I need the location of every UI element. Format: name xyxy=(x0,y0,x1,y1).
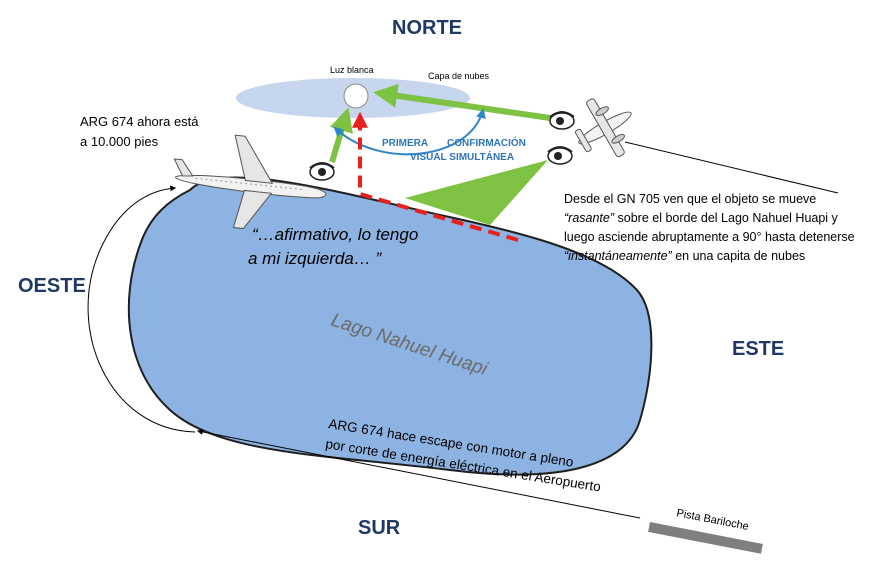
eye-icon xyxy=(309,162,335,181)
gn705-note-line2-rest: sobre el borde del Lago Nahuel Huapi y xyxy=(618,211,839,225)
pilot-quote-line2: a mi izquierda… ” xyxy=(248,249,383,268)
confirmation-arrow xyxy=(333,108,486,156)
runway xyxy=(648,522,763,554)
compass-south: SUR xyxy=(358,517,401,539)
light-orb-icon xyxy=(343,83,369,109)
white-light-label: Luz blanca xyxy=(330,65,374,75)
arg674-altitude-line1: ARG 674 ahora está xyxy=(80,114,199,129)
compass-east: ESTE xyxy=(732,338,784,360)
arg674-altitude-line2: a 10.000 pies xyxy=(80,134,159,149)
escape-path-arrow xyxy=(87,185,196,433)
runway-label: Pista Bariloche xyxy=(675,507,749,533)
twin-prop-plane-icon xyxy=(574,98,632,158)
confirmation-line1-left: PRIMERA xyxy=(382,138,428,149)
gn705-note-line3: luego asciende abruptamente a 90° hasta … xyxy=(564,230,855,244)
gn705-note: Desde el GN 705 ven que el objeto se mue… xyxy=(564,192,858,263)
compass-west: OESTE xyxy=(18,275,86,297)
runway-approach-line xyxy=(196,428,641,519)
compass-north: NORTE xyxy=(392,17,462,39)
confirmation-line1-right: CONFIRMACIÓN xyxy=(447,136,526,149)
object-trajectory xyxy=(352,111,519,242)
gn705-note-line4-rest: en una capita de nubes xyxy=(675,249,805,263)
view-cone xyxy=(405,160,548,225)
confirmation-line2: VISUAL SIMULTÁNEA xyxy=(410,150,514,163)
gn705-note-line4-italic: “instantáneamente” xyxy=(564,249,673,263)
gn705-note-line1: Desde el GN 705 ven que el objeto se mue… xyxy=(564,192,816,206)
pilot-quote-line1: “…afirmativo, lo tengo xyxy=(252,225,418,244)
eye-icon xyxy=(549,111,575,130)
lake-shape xyxy=(127,176,653,476)
eye-icon xyxy=(547,146,573,165)
green-sight-arrow-horizontal xyxy=(373,83,551,121)
airliner-icon xyxy=(173,134,327,230)
gn705-pointer-line xyxy=(624,141,839,194)
gn705-note-line2-italic: “rasante” xyxy=(564,211,615,225)
cloud-layer-label: Capa de nubes xyxy=(428,71,490,81)
